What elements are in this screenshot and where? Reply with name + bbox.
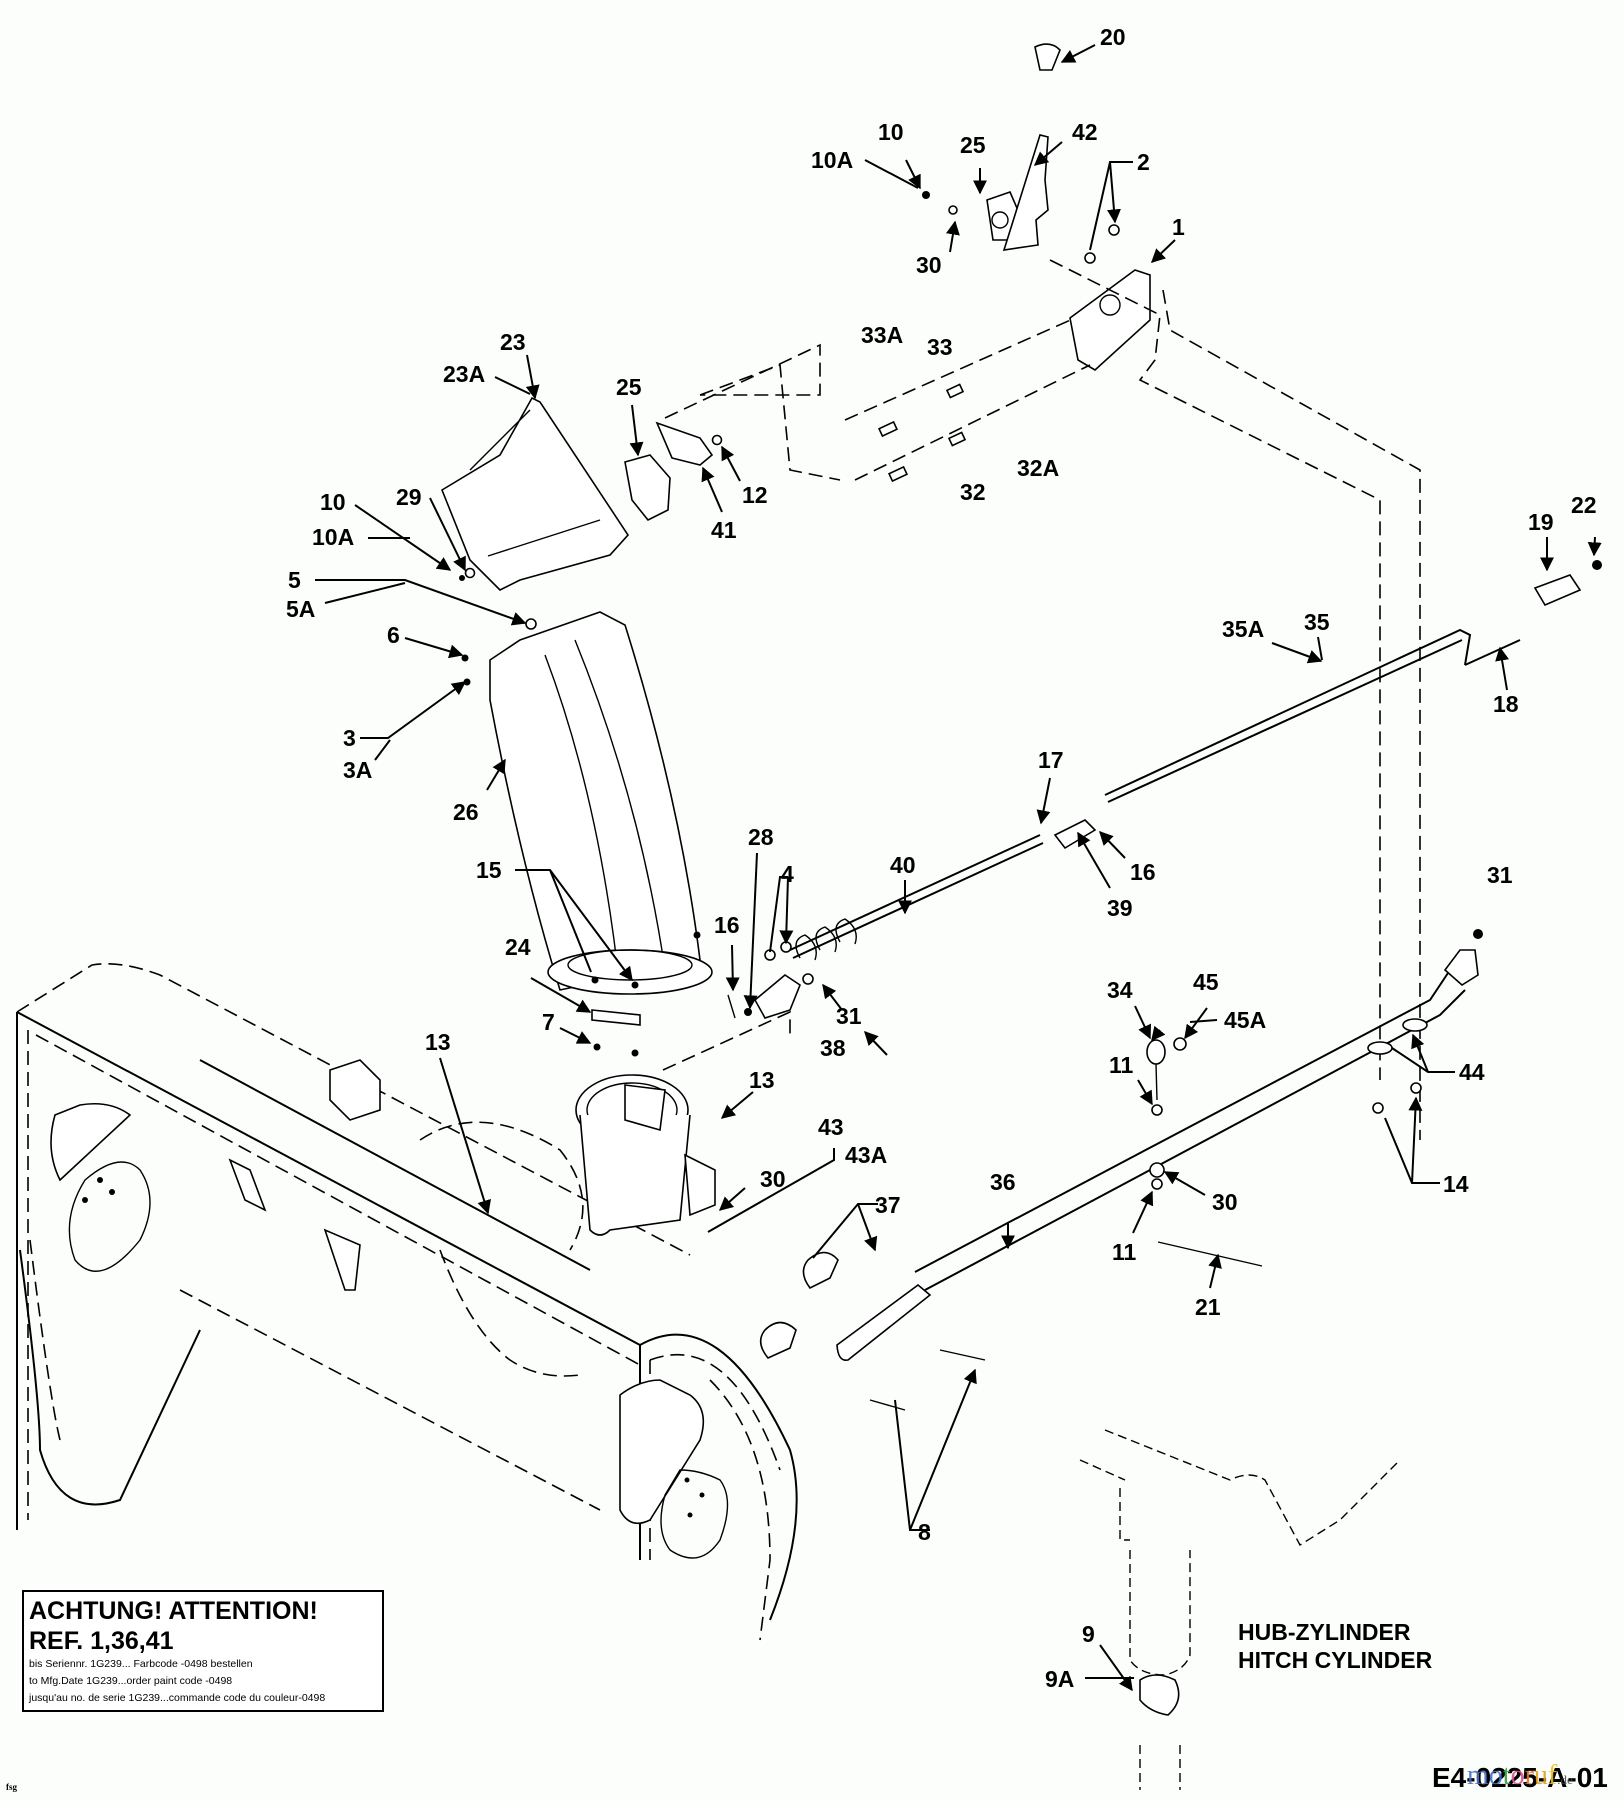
notice-title: ACHTUNG! ATTENTION! <box>29 1597 318 1625</box>
label-15: 15 <box>476 857 502 883</box>
label-11: 11 <box>1109 1052 1134 1078</box>
label-32A: 32A <box>1017 455 1059 481</box>
notice-line-de: bis Seriennr. 1G239... Farbcode -0498 be… <box>29 1658 253 1670</box>
label-34: 34 <box>1107 977 1133 1003</box>
label-18: 18 <box>1493 691 1519 717</box>
watermark-logo: motoruf.de <box>1467 1760 1573 1792</box>
label-13: 13 <box>425 1029 451 1055</box>
notice-line-en: to Mfg.Date 1G239...order paint code -04… <box>29 1675 233 1687</box>
label-31: 31 <box>1487 862 1513 888</box>
label-44: 44 <box>1459 1059 1485 1085</box>
label-43: 43 <box>818 1114 844 1140</box>
label-16: 16 <box>714 912 740 938</box>
watermark-letter: o <box>1488 1760 1503 1791</box>
label-12: 12 <box>742 482 768 508</box>
label-40: 40 <box>890 852 916 878</box>
label-24: 24 <box>505 934 531 960</box>
label-32: 32 <box>960 479 986 505</box>
label-23: 23 <box>500 329 526 355</box>
watermark-letter: r <box>1524 1760 1534 1791</box>
watermark-letter: o <box>1510 1760 1525 1791</box>
hitch-cylinder-caption: HUB-ZYLINDER HITCH CYLINDER <box>1238 1618 1432 1674</box>
label-30: 30 <box>916 252 942 278</box>
label-25: 25 <box>616 374 642 400</box>
callout-labels: 20 10 10A 25 42 2 1 30 33A 33 32A 32 23 … <box>286 24 1597 1692</box>
watermark-suffix: .de <box>1557 1772 1573 1787</box>
label-4: 4 <box>781 861 794 887</box>
label-3: 3 <box>343 725 356 751</box>
label-14: 14 <box>1443 1171 1469 1197</box>
label-30: 30 <box>1212 1189 1238 1215</box>
label-45: 45 <box>1193 969 1219 995</box>
label-31: 31 <box>836 1003 862 1029</box>
label-42: 42 <box>1072 119 1098 145</box>
label-17: 17 <box>1038 747 1064 773</box>
label-33A: 33A <box>861 322 903 348</box>
drafter-initials: fsg <box>6 1782 17 1792</box>
label-41: 41 <box>711 517 737 543</box>
label-7: 7 <box>542 1009 555 1035</box>
label-45A: 45A <box>1224 1007 1266 1033</box>
label-16: 16 <box>1130 859 1156 885</box>
label-13: 13 <box>749 1067 775 1093</box>
label-10A: 10A <box>312 524 354 550</box>
hitch-cylinder-de: HUB-ZYLINDER <box>1238 1619 1411 1645</box>
discharge-chute <box>441 396 723 1057</box>
label-28: 28 <box>748 824 774 850</box>
label-19: 19 <box>1528 509 1554 535</box>
label-33: 33 <box>927 334 953 360</box>
label-21: 21 <box>1195 1294 1221 1320</box>
label-1: 1 <box>1172 214 1185 240</box>
watermark-letter: m <box>1467 1760 1489 1791</box>
label-10: 10 <box>320 489 346 515</box>
label-43A: 43A <box>845 1142 887 1168</box>
attention-notice: ACHTUNG! ATTENTION! REF. 1,36,41 bis Ser… <box>22 1590 384 1712</box>
label-30: 30 <box>760 1166 786 1192</box>
label-5: 5 <box>288 567 301 593</box>
notice-line-fr: jusqu'au no. de serie 1G239...commande c… <box>29 1692 326 1704</box>
label-29: 29 <box>396 484 422 510</box>
auger-housing <box>16 962 798 1641</box>
watermark-letter: t <box>1502 1760 1511 1791</box>
label-26: 26 <box>453 799 479 825</box>
watermark-letter: u <box>1533 1760 1548 1791</box>
label-38: 38 <box>820 1035 846 1061</box>
notice-ref: REF. 1,36,41 <box>29 1627 174 1655</box>
label-35: 35 <box>1304 609 1330 635</box>
watermark-letter: f <box>1547 1760 1558 1791</box>
hitch-cylinder <box>1079 1429 1401 1790</box>
label-6: 6 <box>387 622 400 648</box>
label-10: 10 <box>878 119 904 145</box>
label-37: 37 <box>875 1192 901 1218</box>
leader-lines <box>315 44 1602 1692</box>
label-3A: 3A <box>343 757 372 783</box>
label-9A: 9A <box>1045 1666 1074 1692</box>
label-9: 9 <box>1082 1621 1095 1647</box>
label-22: 22 <box>1571 492 1597 518</box>
label-25: 25 <box>960 132 986 158</box>
crank-rods <box>662 560 1602 1071</box>
hitch-cylinder-en: HITCH CYLINDER <box>1238 1647 1433 1673</box>
label-35A: 35A <box>1222 616 1264 642</box>
control-assembly <box>664 43 1421 1140</box>
label-11: 11 <box>1112 1239 1137 1265</box>
drawing-part-number: E4-0225-A-01 <box>1432 1762 1608 1793</box>
label-39: 39 <box>1107 895 1133 921</box>
label-20: 20 <box>1100 24 1126 50</box>
label-36: 36 <box>990 1169 1016 1195</box>
label-10A: 10A <box>811 147 853 173</box>
label-2: 2 <box>1137 149 1150 175</box>
label-23A: 23A <box>443 361 485 387</box>
label-5A: 5A <box>286 596 315 622</box>
label-8: 8 <box>918 1519 931 1545</box>
